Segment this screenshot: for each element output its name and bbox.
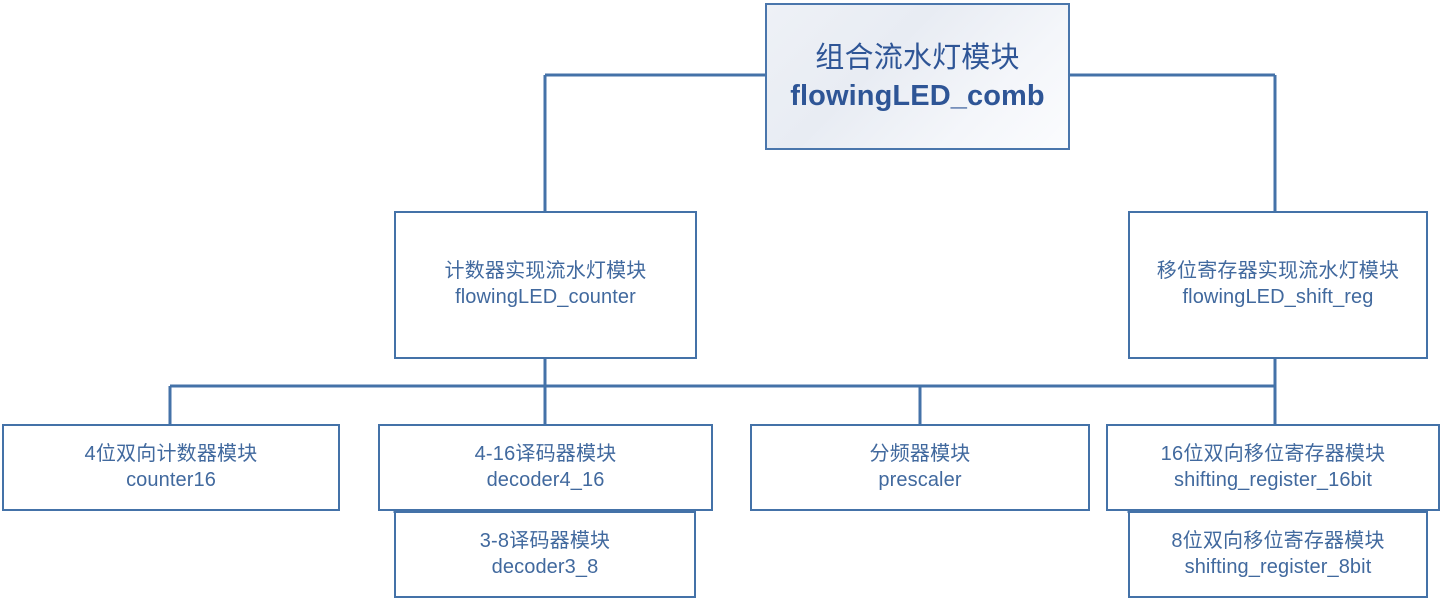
node-shiftreg-label-cn: 移位寄存器实现流水灯模块 — [1156, 260, 1400, 283]
node-counter16-label-en: counter16 — [126, 468, 216, 491]
node-decoder38-label-cn: 3-8译码器模块 — [479, 529, 611, 552]
node-counter-label-cn: 计数器实现流水灯模块 — [444, 260, 647, 283]
node-prescaler[interactable]: 分频器模块 prescaler — [750, 424, 1090, 511]
node-decoder416-label-en: decoder4_16 — [486, 468, 605, 491]
node-flowingled-counter[interactable]: 计数器实现流水灯模块 flowingLED_counter — [394, 211, 697, 359]
node-shift16-label-cn: 16位双向移位寄存器模块 — [1160, 442, 1386, 465]
node-decoder38-label-en: decoder3_8 — [491, 555, 599, 578]
node-prescaler-label-cn: 分频器模块 — [869, 442, 971, 465]
node-prescaler-label-en: prescaler — [878, 468, 962, 491]
node-flowingled-shift-reg[interactable]: 移位寄存器实现流水灯模块 flowingLED_shift_reg — [1128, 211, 1428, 359]
node-shift8-label-cn: 8位双向移位寄存器模块 — [1171, 529, 1385, 552]
node-shift8-label-en: shifting_register_8bit — [1184, 555, 1372, 578]
node-counter16[interactable]: 4位双向计数器模块 counter16 — [2, 424, 340, 511]
node-shift16-label-en: shifting_register_16bit — [1174, 468, 1372, 491]
node-root-label-en: flowingLED_comb — [790, 79, 1045, 112]
node-shifting-register-16bit[interactable]: 16位双向移位寄存器模块 shifting_register_16bit — [1106, 424, 1440, 511]
node-counter16-label-cn: 4位双向计数器模块 — [84, 442, 258, 465]
node-root-label-cn: 组合流水灯模块 — [815, 41, 1020, 74]
node-decoder3-8[interactable]: 3-8译码器模块 decoder3_8 — [394, 511, 696, 598]
node-counter-label-en: flowingLED_counter — [455, 286, 636, 308]
node-shifting-register-8bit[interactable]: 8位双向移位寄存器模块 shifting_register_8bit — [1128, 511, 1428, 598]
node-decoder4-16[interactable]: 4-16译码器模块 decoder4_16 — [378, 424, 713, 511]
node-decoder416-label-cn: 4-16译码器模块 — [474, 442, 617, 465]
node-flowingled-comb[interactable]: 组合流水灯模块 flowingLED_comb — [765, 3, 1070, 150]
node-shiftreg-label-en: flowingLED_shift_reg — [1182, 286, 1374, 308]
